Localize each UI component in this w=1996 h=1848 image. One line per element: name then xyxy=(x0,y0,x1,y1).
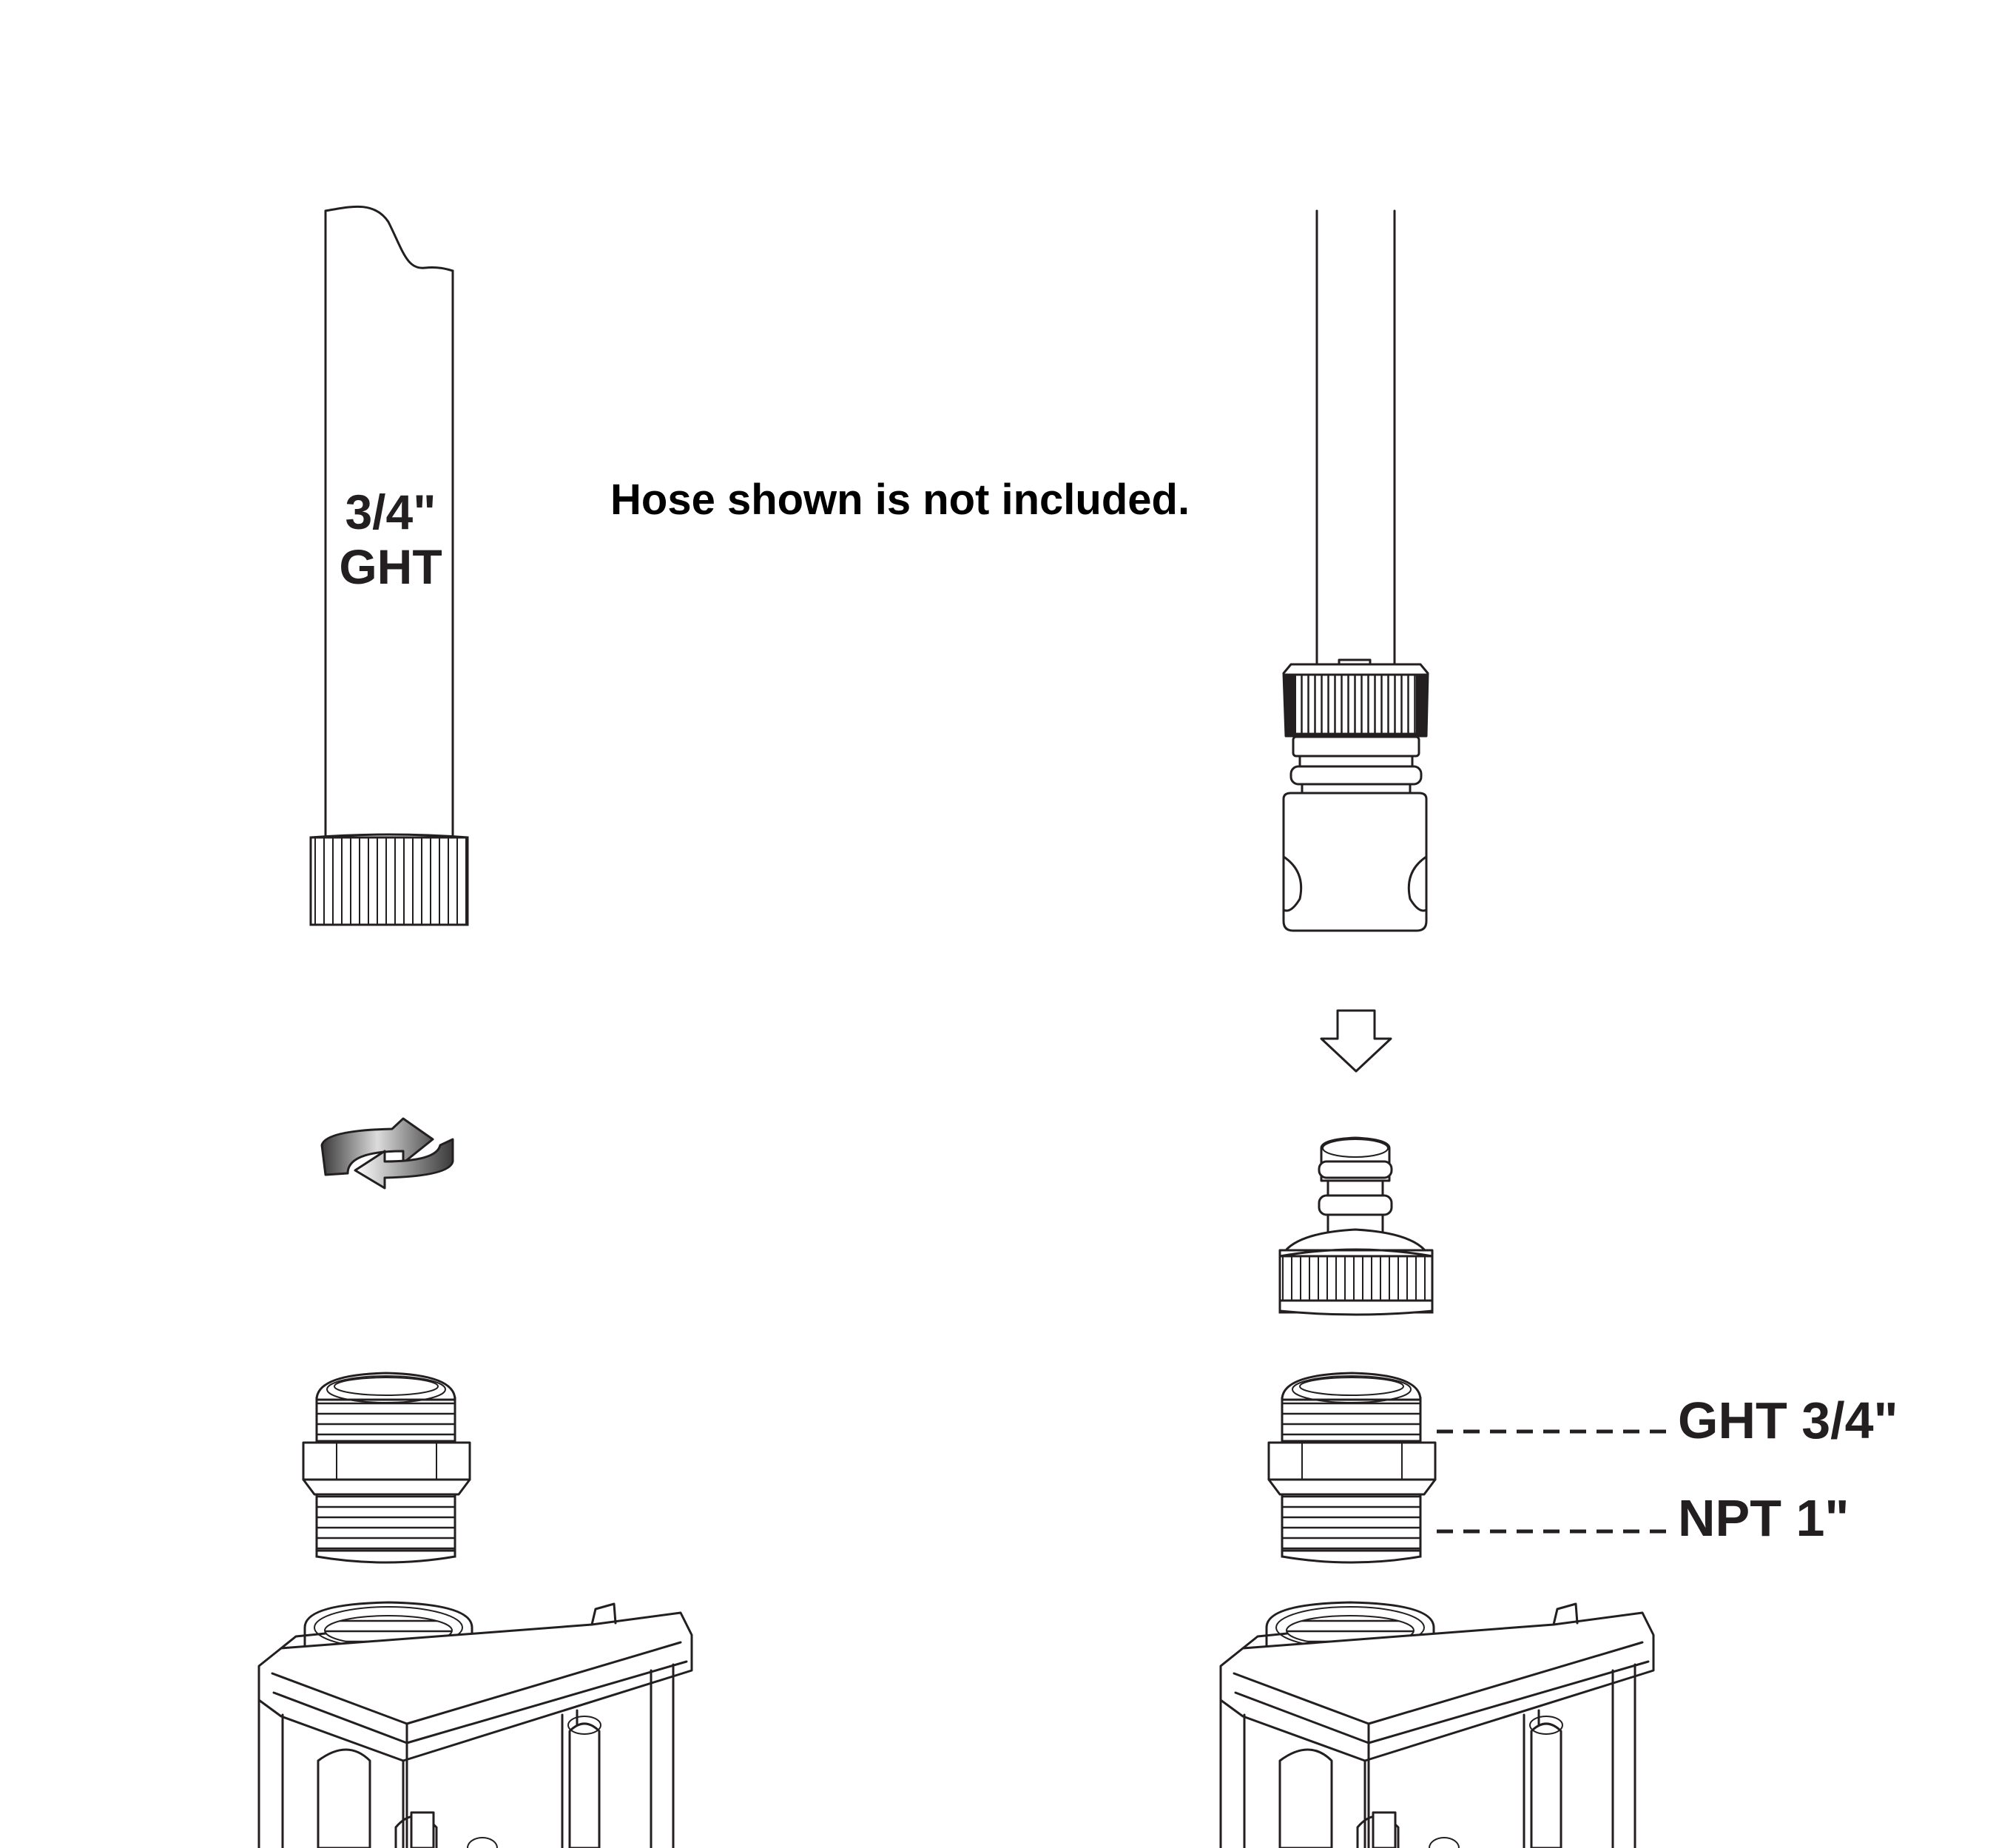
callout-ght-thread: GHT 3/4" xyxy=(1678,1392,1898,1449)
callout-leaders xyxy=(1437,1429,1668,1534)
rotate-arrows-icon xyxy=(320,1117,454,1190)
hose-size-label-line1: 3/4" xyxy=(345,485,436,539)
right-nipple-adapter xyxy=(1267,1372,1437,1564)
right-hose xyxy=(1315,209,1396,666)
left-valve-body xyxy=(257,1601,693,1848)
callout-npt-thread: NPT 1" xyxy=(1678,1489,1850,1547)
left-hose xyxy=(324,205,454,839)
left-nipple-adapter xyxy=(302,1372,471,1564)
hose-not-included-note: Hose shown is not included. xyxy=(610,476,1190,524)
hose-size-label: 3/4" GHT xyxy=(339,485,442,594)
quick-connector xyxy=(1282,658,1429,932)
hose-size-label-line2: GHT xyxy=(339,539,442,594)
right-valve-body xyxy=(1219,1601,1655,1848)
left-hose-coupling xyxy=(309,833,469,926)
down-arrow-icon xyxy=(1320,1009,1392,1073)
quick-connect-adapter xyxy=(1278,1136,1434,1316)
